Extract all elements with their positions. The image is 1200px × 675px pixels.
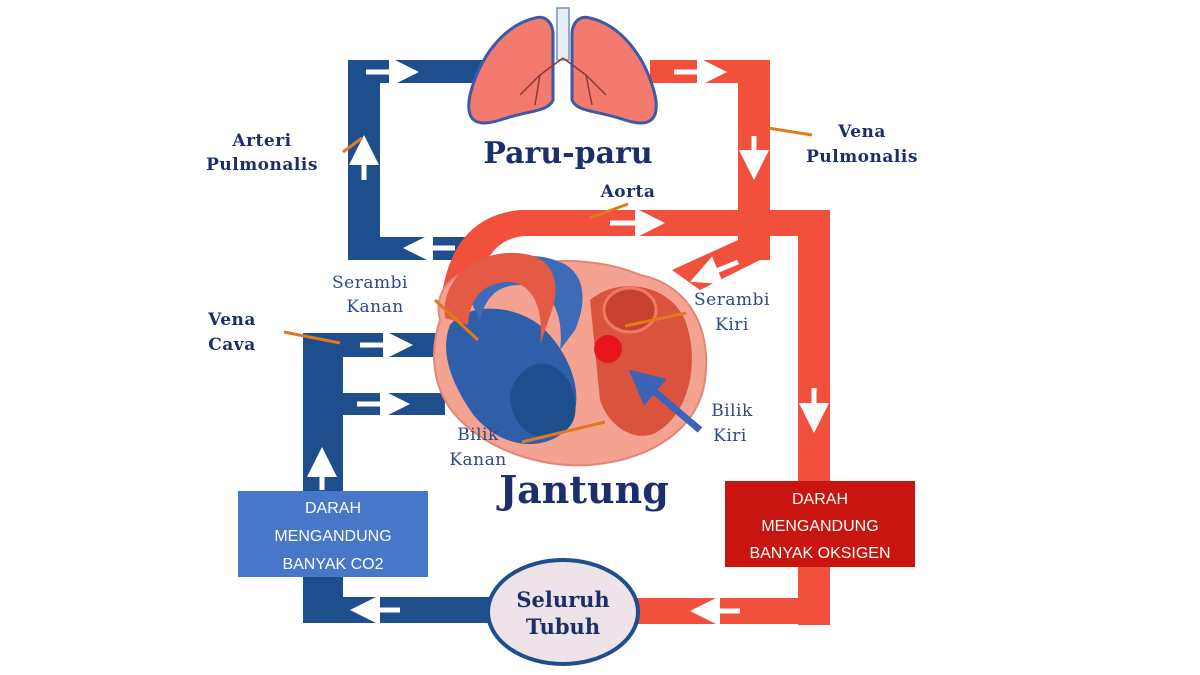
leader-line — [283, 330, 341, 345]
oxygen-box-line3: BANYAK OKSIGEN — [749, 545, 890, 562]
label-arteri-pulmonalis-2: Pulmonalis — [206, 155, 318, 175]
co2-box-background — [238, 491, 428, 577]
body-return-pipe — [303, 597, 503, 623]
oxygen-box-line1: DARAH — [792, 491, 848, 508]
flow-arrow — [690, 256, 739, 285]
oxygen-box-line2: MENGANDUNG — [761, 518, 878, 535]
aortic-arch — [444, 252, 556, 345]
label-serambi-kiri-2: Kiri — [715, 315, 749, 335]
aorta-pipe — [440, 210, 828, 312]
label-seluruh: Seluruh — [516, 587, 609, 612]
label-arteri-pulmonalis-1: Arteri — [231, 131, 291, 151]
co2-box-line2: MENGANDUNG — [274, 528, 391, 545]
co2-info-box: DARAH MENGANDUNG BANYAK CO2 — [238, 491, 428, 577]
oxygen-box-background — [725, 481, 915, 567]
label-serambi-kiri-1: Serambi — [694, 290, 770, 310]
label-serambi-kanan-1: Serambi — [332, 273, 408, 293]
leader-line — [342, 136, 363, 154]
seluruh-tubuh-node: Seluruh Tubuh — [486, 558, 640, 666]
left-lung — [467, 15, 555, 125]
label-vena-pulmonalis-1: Vena — [837, 122, 886, 142]
leader-line — [521, 420, 606, 444]
label-aorta: Aorta — [600, 182, 656, 202]
leader-lines — [283, 126, 813, 444]
label-bilik-kanan-2: Kanan — [449, 450, 506, 470]
label-bilik-kiri-2: Kiri — [713, 426, 747, 446]
label-serambi-kanan-2: Kanan — [346, 297, 403, 317]
label-vena-cava-1: Vena — [207, 310, 256, 330]
label-vena-pulmonalis-2: Pulmonalis — [806, 147, 918, 167]
co2-box-line3: BANYAK CO2 — [282, 556, 383, 573]
label-jantung: Jantung — [496, 467, 669, 512]
leader-line — [433, 298, 480, 342]
right-lung — [570, 15, 658, 125]
bronchi — [519, 57, 607, 106]
trachea — [556, 7, 570, 61]
label-paru-paru: Paru-paru — [483, 136, 652, 171]
co2-box-line1: DARAH — [305, 500, 361, 517]
heart-illustration — [433, 252, 708, 467]
lungs-illustration — [467, 7, 658, 125]
oxygen-info-box: DARAH MENGANDUNG BANYAK OKSIGEN — [725, 481, 915, 567]
label-bilik-kiri-1: Bilik — [711, 401, 753, 421]
label-bilik-kanan-1: Bilik — [457, 425, 499, 445]
highlight-dot — [594, 335, 622, 363]
flow-arrows — [307, 57, 829, 626]
label-tubuh: Tubuh — [526, 614, 600, 639]
leader-line — [589, 202, 629, 220]
leader-line — [767, 126, 813, 137]
bilik-kanan-chamber — [510, 363, 576, 438]
pointer-arrow — [628, 369, 703, 433]
body-circle — [486, 558, 640, 666]
label-vena-cava-2: Cava — [208, 335, 255, 355]
leader-line — [624, 311, 687, 328]
